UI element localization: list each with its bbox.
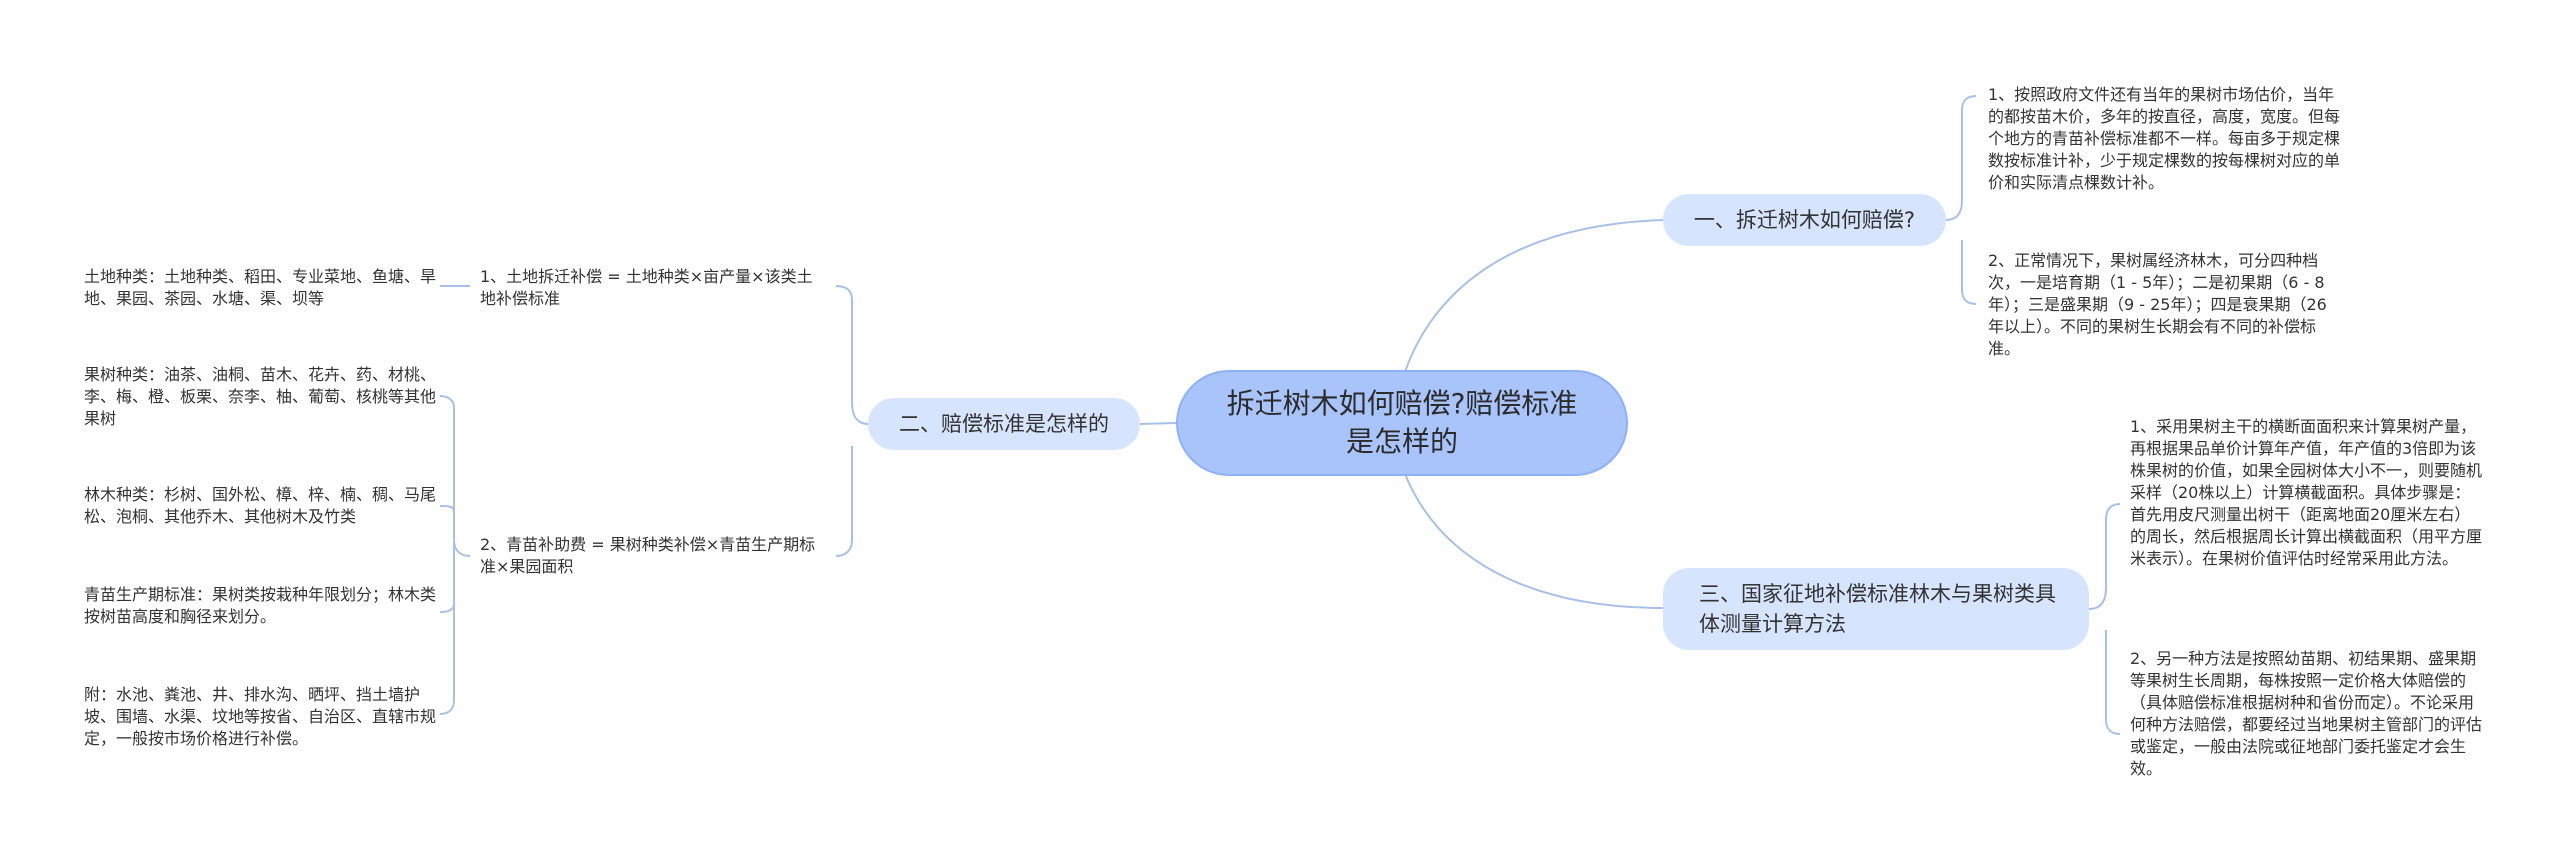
detail-text: 土地种类：土地种类、稻田、专业菜地、鱼塘、旱地、果园、茶园、水塘、渠、坝等 [84, 267, 437, 308]
edge-b2-bracket [835, 285, 869, 557]
root-topic[interactable]: 拆迁树木如何赔偿?赔偿标准是怎样的 [1176, 370, 1628, 476]
edge-root-b3 [1404, 473, 1664, 609]
branch-compensation-standard[interactable]: 二、赔偿标准是怎样的 [868, 398, 1140, 450]
detail-text: 2、另一种方法是按照幼苗期、初结果期、盛果期等果树生长周期，每株按照一定价格大体… [2130, 649, 2483, 778]
edge-b1-bracket [1945, 95, 1977, 305]
branch-label: 三、国家征地补偿标准林木与果树类具体测量计算方法 [1699, 582, 2056, 636]
edge-sub2-bracket [439, 395, 471, 715]
detail-text: 附：水池、粪池、井、排水沟、晒坪、挡土墙护坡、围墙、水渠、坟地等按省、自治区、直… [84, 685, 437, 748]
branch-how-to-compensate[interactable]: 一、拆迁树木如何赔偿? [1663, 194, 1946, 246]
sub-topic-land-compensation[interactable]: 1、土地拆迁补偿 = 土地种类×亩产量×该类土地补偿标准 [480, 267, 813, 308]
detail-text: 1、按照政府文件还有当年的果树市场估价，当年的都按苗木价，多年的按直径，高度，宽… [1988, 85, 2341, 192]
detail-text: 林木种类：杉树、国外松、樟、梓、楠、稠、马尾松、泡桐、其他乔木、其他树木及竹类 [84, 485, 437, 526]
detail-text: 2、正常情况下，果树属经济林木，可分四种档次，一是培育期（1 - 5年）；二是初… [1988, 251, 2327, 358]
edge-root-b2 [1139, 422, 1177, 425]
branch-label: 二、赔偿标准是怎样的 [899, 412, 1109, 436]
branch-measurement-method[interactable]: 三、国家征地补偿标准林木与果树类具体测量计算方法 [1663, 568, 2089, 650]
edge-root-b1 [1404, 219, 1664, 373]
root-topic-label: 拆迁树木如何赔偿?赔偿标准是怎样的 [1226, 387, 1578, 458]
branch-label: 一、拆迁树木如何赔偿? [1693, 208, 1916, 232]
sub-topic-seedling-subsidy[interactable]: 2、青苗补助费 = 果树种类补偿×青苗生产期标准×果园面积 [480, 535, 816, 576]
edge-b3-bracket [2088, 503, 2121, 735]
detail-text: 1、采用果树主干的横断面面积来计算果树产量，再根据果品单价计算年产值，年产值的3… [2130, 417, 2483, 568]
detail-text: 果树种类：油茶、油桐、苗木、花卉、药、材桃、李、梅、橙、板栗、奈李、柚、葡萄、核… [84, 365, 437, 428]
detail-text: 青苗生产期标准：果树类按栽种年限划分；林木类按树苗高度和胸径来划分。 [84, 585, 437, 626]
